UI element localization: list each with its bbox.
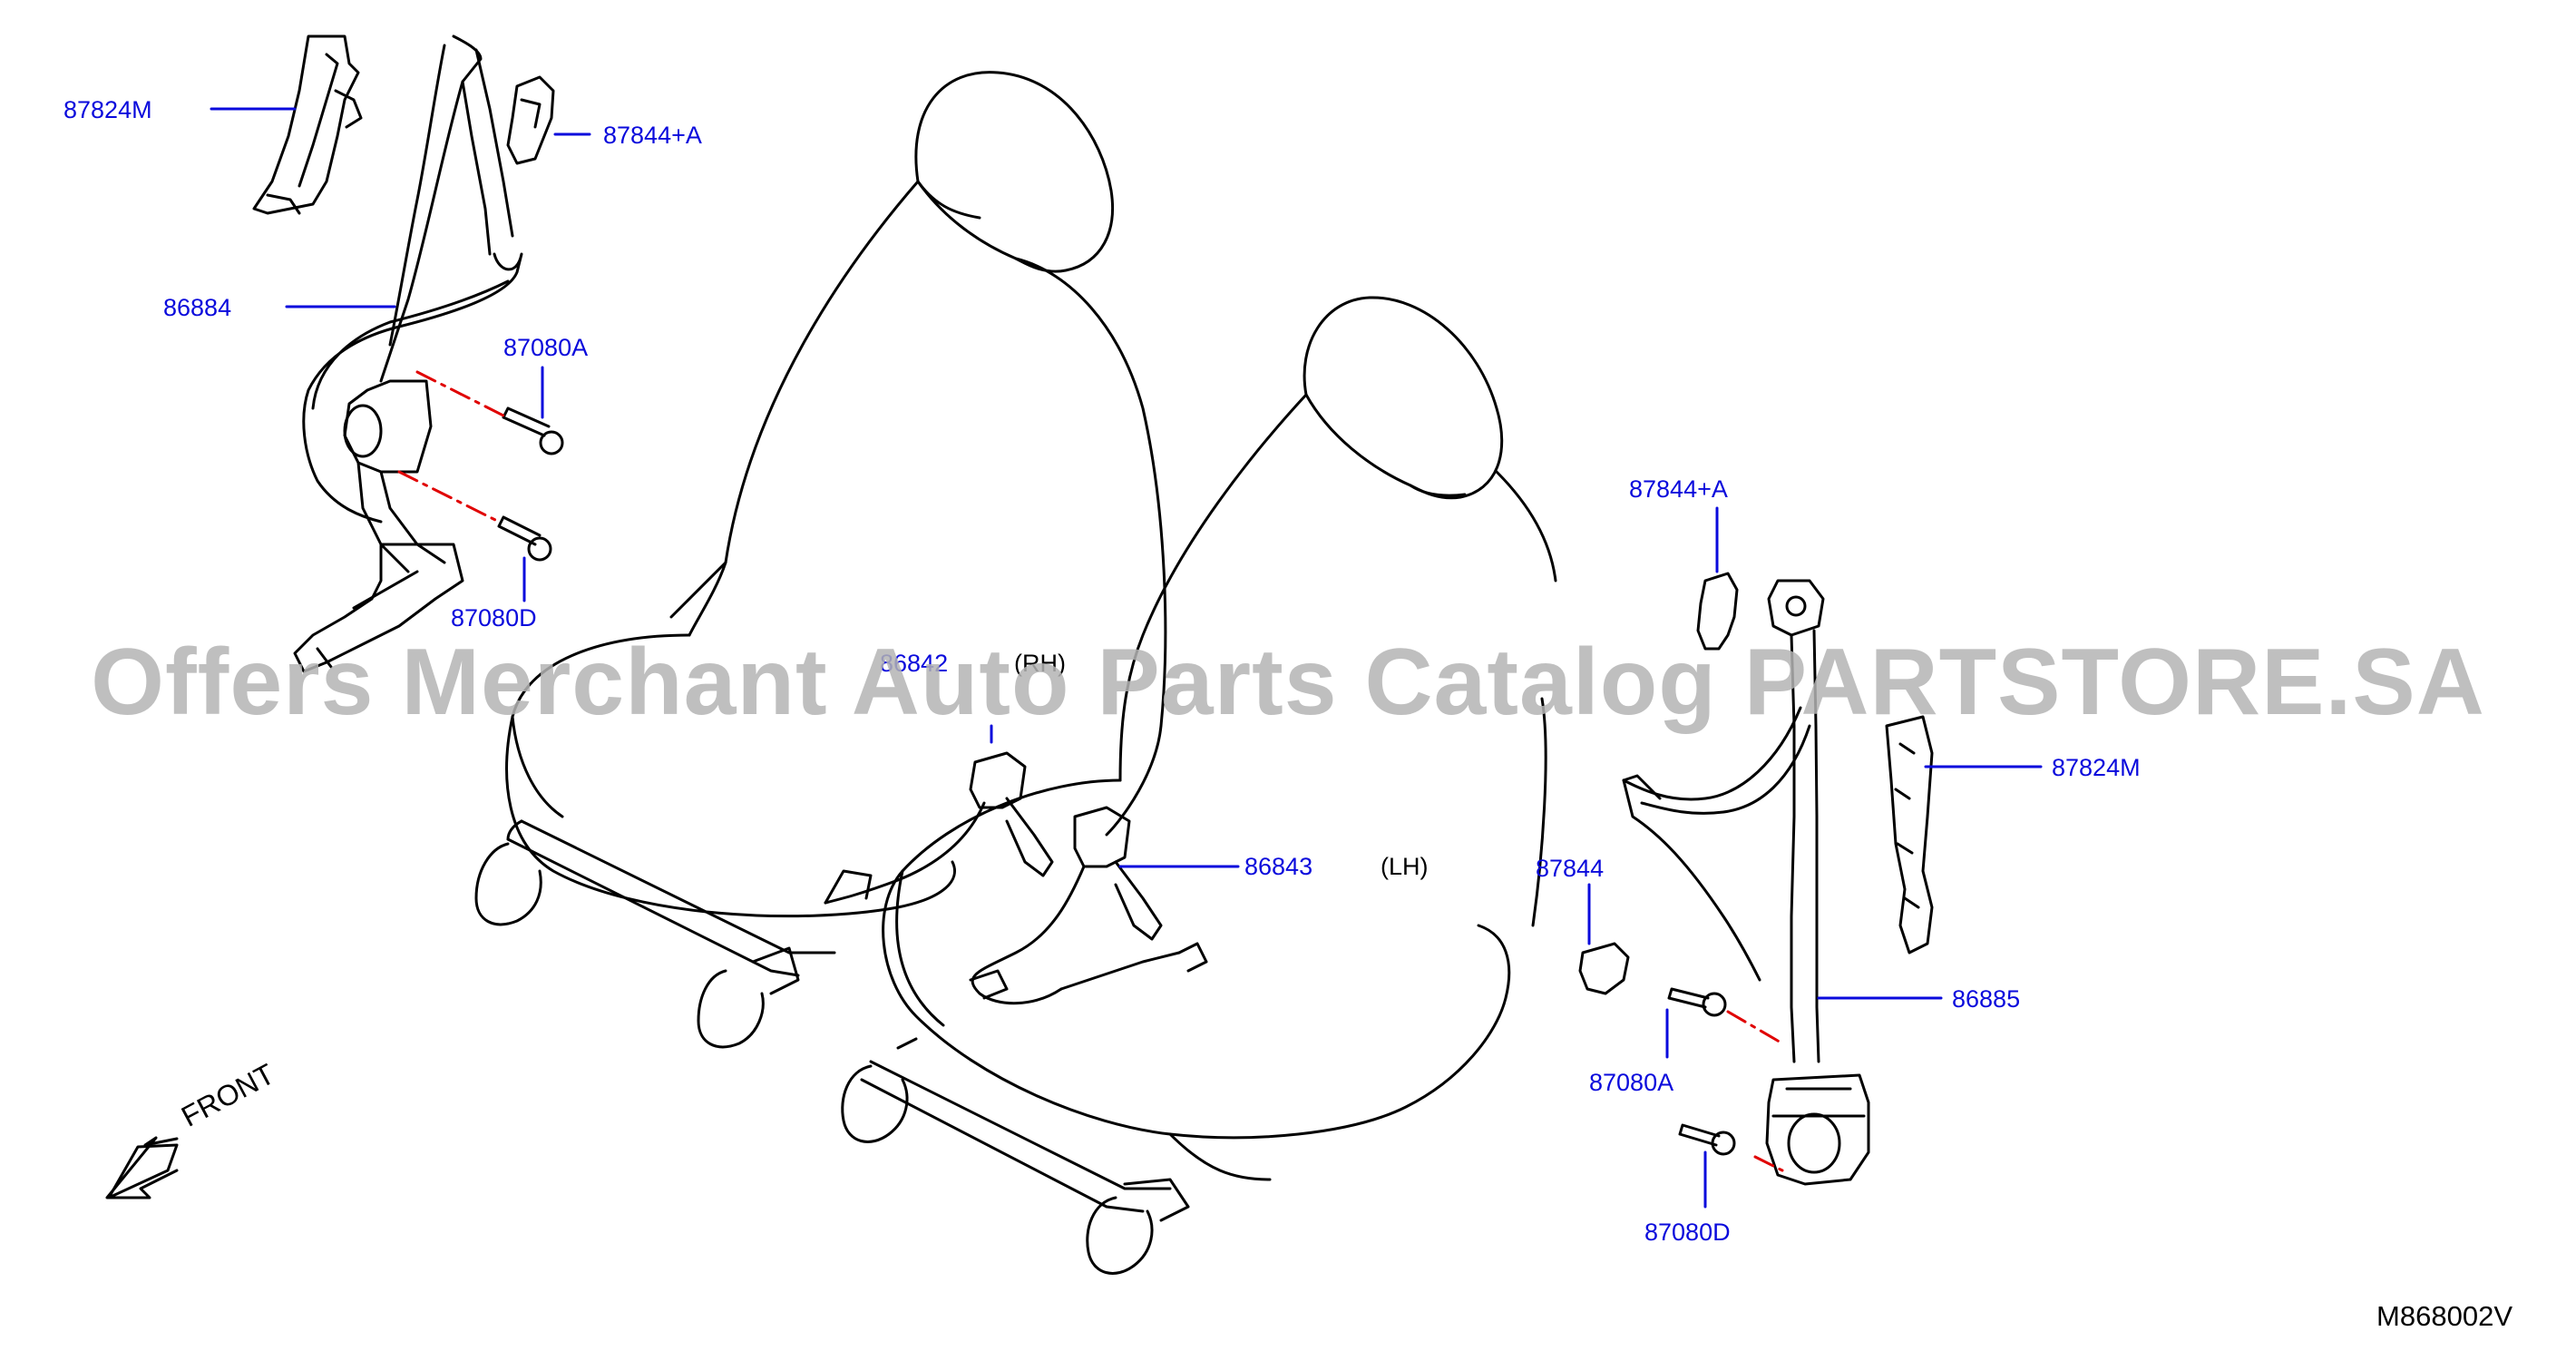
drawing-code: M868002V [2376,1300,2513,1332]
dashed-leaders [397,370,1784,1172]
callout-lh-cover: 87844 [1536,855,1605,882]
callout-rh-buckle: 86842 [880,650,949,677]
callout-lh-belt: 86885 [1952,985,2021,1013]
callout-lh-side: (LH) [1381,853,1429,880]
lh-seat [841,296,1557,1275]
front-arrow-icon [105,1136,179,1199]
callout-rh-bolt-a: 87080A [503,334,589,361]
callout-rh-retractor-guide: 87824M [63,96,152,123]
callout-lh-retractor-guide: 87824M [2052,754,2141,781]
callout-rh-bolt-d: 87080D [451,604,537,631]
buckles [824,751,1208,1005]
rh-seat [474,71,1167,1049]
callout-rh-belt: 86884 [163,294,232,321]
callout-rh-cover-a: 87844+A [603,122,702,149]
rh-belt-assembly [252,34,564,673]
callout-lh-buckle: 86843 [1244,853,1313,880]
callout-rh-side: (RH) [1014,650,1066,677]
lh-belt-assembly [1578,572,1934,1186]
callout-lh-bolt-d: 87080D [1644,1219,1731,1246]
callout-lh-cover-a: 87844+A [1629,475,1728,503]
callout-lh-bolt-a: 87080A [1589,1069,1674,1096]
leader-lines [210,107,2043,1209]
